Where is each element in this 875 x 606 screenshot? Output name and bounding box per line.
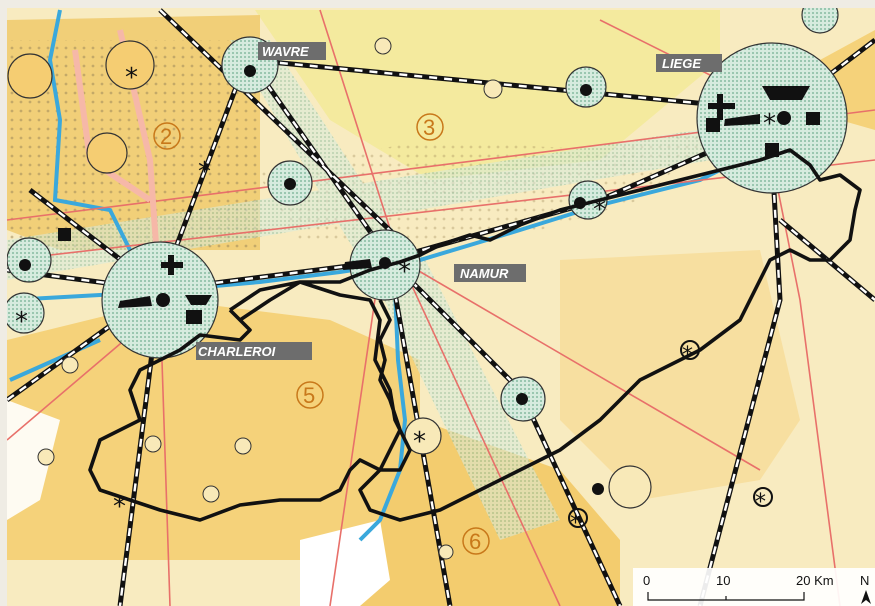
city-labels: WAVRE LIEGE NAMUR CHARLEROI <box>196 42 722 360</box>
liege-label-bg <box>656 54 722 72</box>
south-blank <box>300 520 390 606</box>
svg-text:*: * <box>570 511 581 536</box>
road-4 <box>329 264 381 606</box>
map-layers: * * * * * * * * * * * <box>7 8 875 606</box>
urban-circle-ne <box>801 8 839 34</box>
ne-zone-area <box>820 30 875 130</box>
west-blank <box>7 400 60 520</box>
namur-label-bg <box>454 264 526 282</box>
small-circles <box>37 37 503 560</box>
liege-label: LIEGE <box>662 56 701 71</box>
zone-number-5: 5 <box>303 383 315 408</box>
orange-circle-3 <box>86 132 128 174</box>
zone-number-2: 2 <box>160 124 172 149</box>
north-label: N <box>860 573 869 588</box>
symbols: * * * * * * * * * * * <box>15 63 820 536</box>
corridor-namur-south <box>360 250 560 540</box>
zone-numbers: 2 3 5 6 <box>153 113 490 555</box>
svg-text:*: * <box>755 490 766 515</box>
scale-tick-10: 10 <box>716 573 730 588</box>
urban-circle-6 <box>7 292 45 334</box>
wavre-label: WAVRE <box>262 44 309 59</box>
meuse-south-river <box>358 289 408 542</box>
wavre-label-bg <box>258 42 326 60</box>
svg-text:*: * <box>125 63 138 93</box>
zone-number-6: 6 <box>469 529 481 554</box>
urban-circle-5 <box>7 237 52 283</box>
orange-circle-1 <box>7 53 53 99</box>
svg-text:*: * <box>198 157 211 187</box>
north-arrow-icon <box>861 590 871 604</box>
svg-text:*: * <box>413 427 426 457</box>
orange-circle-2 <box>105 40 155 90</box>
urban-circles <box>7 8 848 509</box>
svg-text:*: * <box>763 109 776 139</box>
liege-circle <box>696 42 848 194</box>
zone-6-area <box>350 420 620 606</box>
svg-text:*: * <box>113 492 126 522</box>
namur-label: NAMUR <box>460 266 509 281</box>
corridor-east-west <box>7 120 770 280</box>
scale-tick-20: 20 Km <box>796 573 834 588</box>
se-zone-area <box>560 250 800 500</box>
svg-text:*: * <box>398 257 411 287</box>
dyle-river <box>47 9 132 251</box>
charleroi-label-bg <box>196 342 312 360</box>
scale-bar: 0 10 20 Km N <box>633 568 875 606</box>
urban-circle-7 <box>608 465 652 509</box>
scale-tick-0: 0 <box>643 573 650 588</box>
svg-text:*: * <box>15 307 28 337</box>
charleroi-label: CHARLEROI <box>198 344 276 359</box>
road-9 <box>399 259 761 471</box>
zone-number-3: 3 <box>423 115 435 140</box>
study-area-boundary <box>88 148 862 522</box>
zone-5-area <box>7 300 420 560</box>
